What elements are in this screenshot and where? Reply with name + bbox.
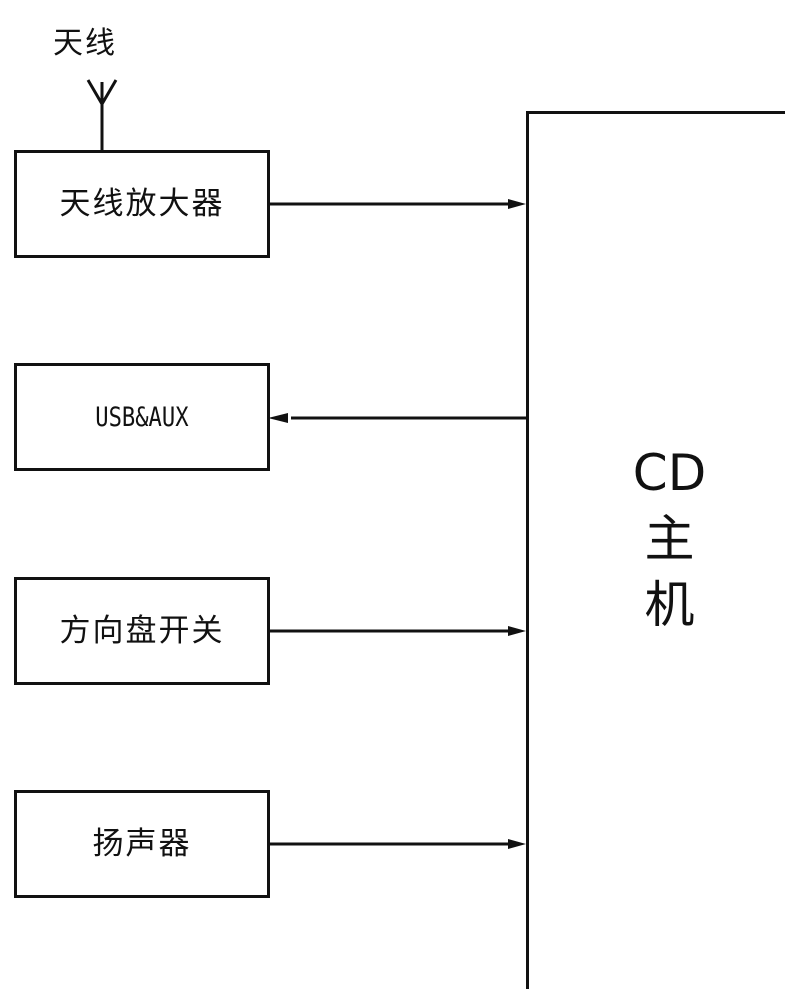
- speaker-label: 扬声器: [92, 825, 192, 862]
- antenna-label: 天线: [53, 26, 117, 61]
- arrow-to-main-unit-2: [508, 626, 526, 636]
- steering-switch-box: 方向盘开关: [14, 577, 270, 685]
- antenna-amplifier-label: 天线放大器: [59, 185, 225, 222]
- arrow-to-usb-aux: [268, 413, 288, 423]
- cd-main-unit-label: CD 主 机: [632, 444, 707, 634]
- cd-main-unit-box: [526, 111, 785, 989]
- steering-switch-label: 方向盘开关: [59, 612, 225, 649]
- antenna-amplifier-box: 天线放大器: [14, 150, 270, 258]
- antenna-symbol: [86, 79, 118, 107]
- arrow-to-main-unit-3: [508, 839, 526, 849]
- arrow-to-main-unit-1: [508, 199, 526, 209]
- speaker-box: 扬声器: [14, 790, 270, 898]
- usb-aux-box: USB&AUX: [14, 363, 270, 471]
- usb-aux-label: USB&AUX: [95, 401, 189, 433]
